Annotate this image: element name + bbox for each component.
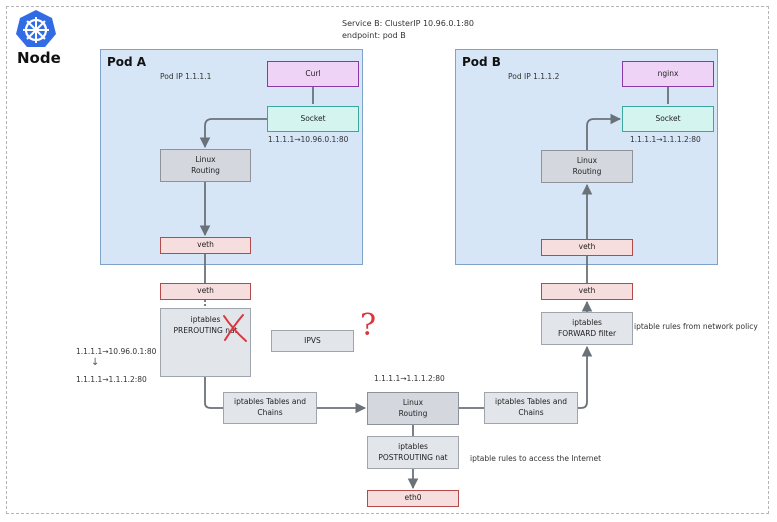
chains-to-forward-line (578, 345, 593, 409)
ipvs-box: IPVS (271, 330, 354, 352)
pod-b-socket-note: 1.1.1.1→1.1.1.2:80 (630, 135, 701, 144)
pod-b-socket: Socket (622, 106, 714, 132)
pod-a-socket: Socket (267, 106, 359, 132)
nginx-box: nginx (622, 61, 714, 87)
iptables-postrouting: iptables POSTROUTING nat (367, 436, 459, 469)
curl-box: Curl (267, 61, 359, 87)
pod-b-title: Pod B (462, 55, 501, 69)
pod-a-title: Pod A (107, 55, 147, 69)
iptables-forward-filter: iptables FORWARD filter (541, 312, 633, 345)
node-label: Node (17, 49, 61, 67)
service-endpoint-text: endpoint: pod B (342, 31, 406, 40)
pod-a-linux-routing: Linux Routing (160, 149, 251, 182)
socket-to-routing-line (199, 118, 267, 149)
host-veth-a: veth (160, 283, 251, 300)
dnat-before: 1.1.1.1→10.96.0.1:80 (76, 347, 157, 356)
host-routing-note: 1.1.1.1→1.1.1.2:80 (374, 374, 445, 383)
pod-b-veth: veth (541, 239, 633, 256)
iptables-prerouting: iptables PREROUTING nat (160, 308, 251, 377)
pod-b-linux-routing: Linux Routing (541, 150, 633, 183)
routing-b-to-socket-line (586, 113, 622, 150)
service-text: Service B: ClusterIP 10.96.0.1:80 (342, 19, 474, 28)
host-linux-routing: Linux Routing (367, 392, 459, 425)
node-frame (6, 6, 769, 514)
forward-note: iptable rules from network policy (634, 322, 758, 331)
eth0-box: eth0 (367, 490, 459, 507)
kubernetes-helm-icon (16, 10, 56, 47)
iptables-chains-left: iptables Tables and Chains (223, 392, 317, 424)
node-logo (12, 9, 60, 49)
postrouting-note: iptable rules to access the Internet (470, 454, 602, 463)
question-mark: ? (360, 308, 377, 343)
prerouting-to-chains-line (204, 377, 223, 409)
dnat-after: 1.1.1.1→1.1.1.2:80 (76, 375, 147, 384)
dnat-down-arrow: ↓ (91, 357, 100, 368)
pod-b-ip: Pod IP 1.1.1.2 (508, 72, 560, 81)
iptables-chains-right: iptables Tables and Chains (484, 392, 578, 424)
pod-a-ip: Pod IP 1.1.1.1 (160, 72, 212, 81)
pod-a-veth: veth (160, 237, 251, 254)
cross-mark-icon (223, 314, 247, 342)
host-veth-b: veth (541, 283, 633, 300)
pod-a-socket-note: 1.1.1.1→10.96.0.1:80 (268, 135, 349, 144)
